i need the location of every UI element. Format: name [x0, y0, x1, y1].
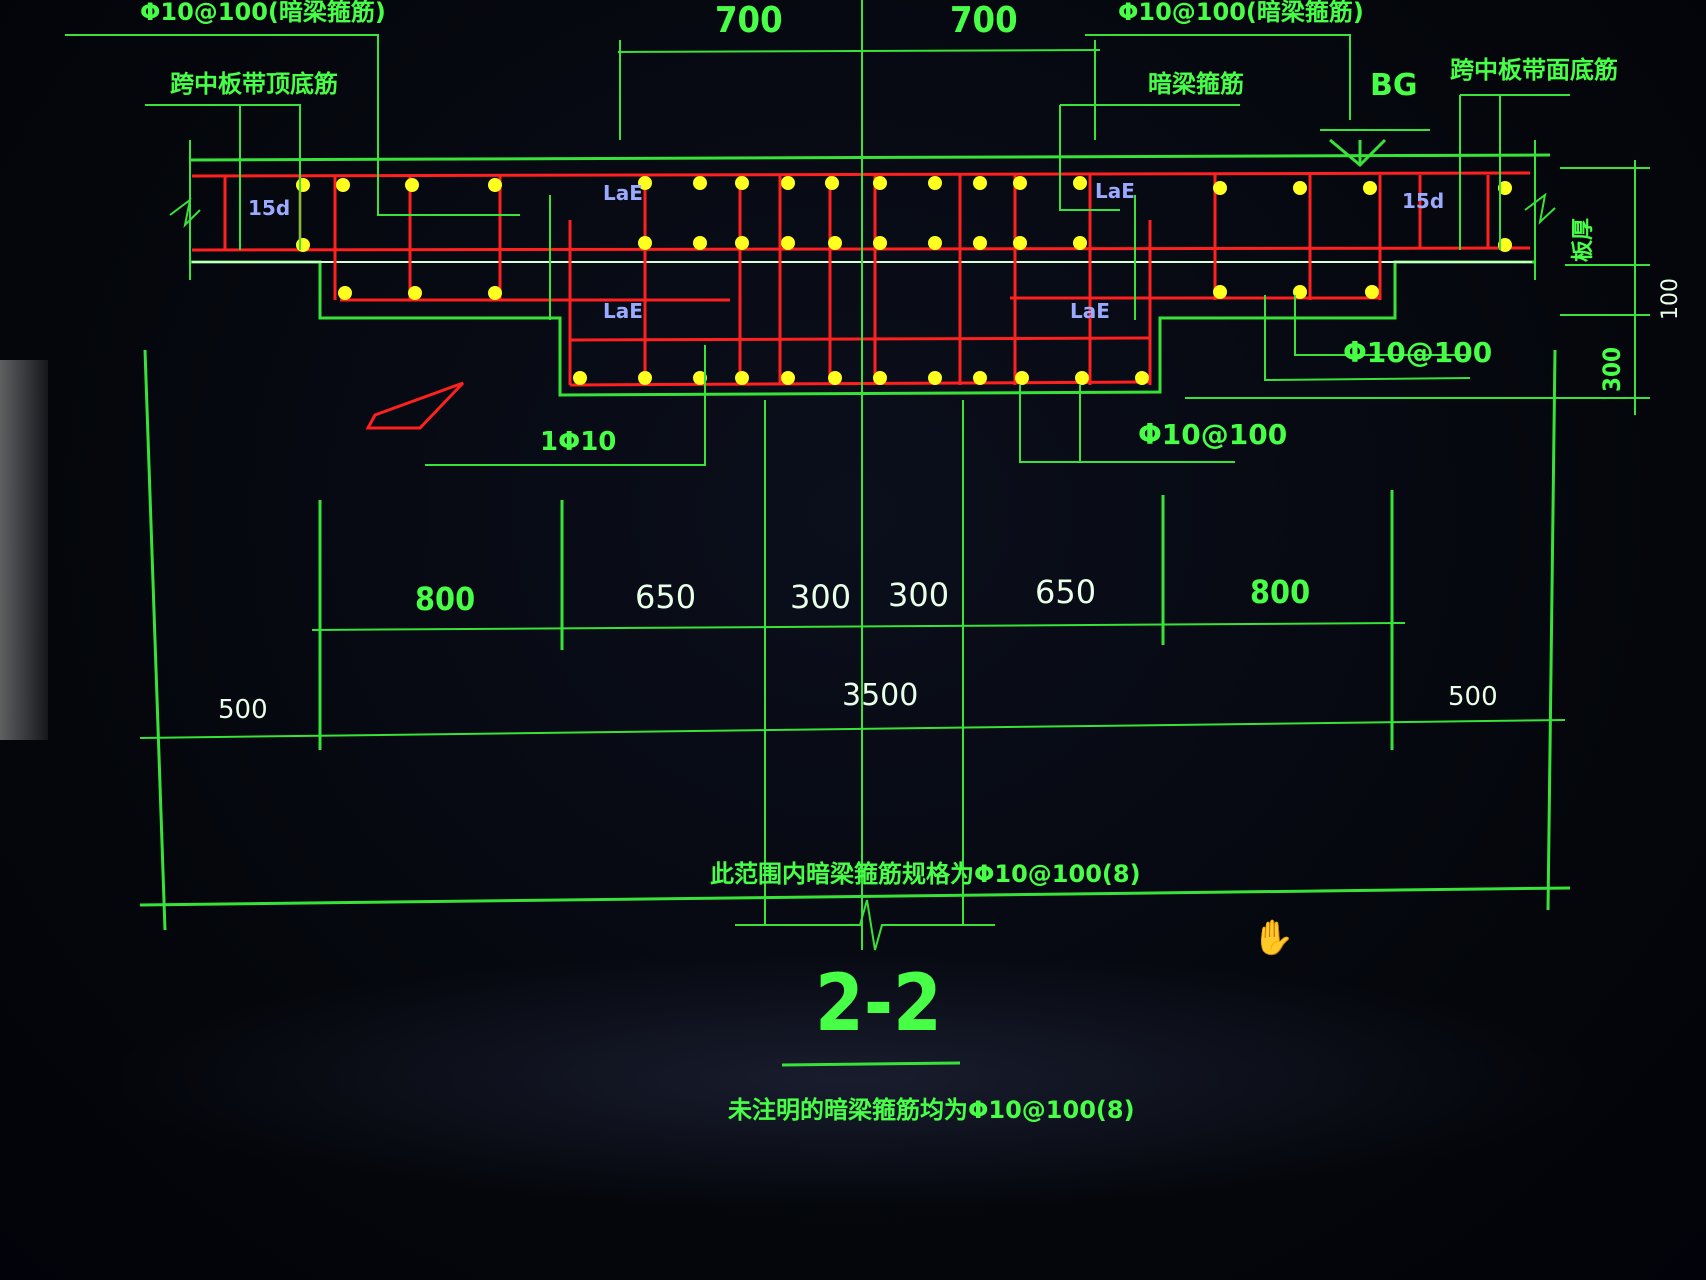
bar-section-dot	[973, 236, 987, 250]
left-band-note: 跨中板带顶底筋	[170, 70, 338, 98]
lae-label-4: LaE	[1070, 299, 1110, 323]
phi-label-right-2: Φ10@100	[1138, 418, 1287, 451]
anchor-15d-left: 15d	[248, 196, 290, 220]
bar-section-dot	[693, 236, 707, 250]
bar-section-dot	[573, 371, 587, 385]
bar-section-dot	[408, 286, 422, 300]
bar-section-dot	[1073, 176, 1087, 190]
dim-mid-5: 650	[1035, 573, 1096, 611]
screen-glare	[0, 360, 48, 740]
leader-lines	[65, 34, 1570, 466]
lae-label-2: LaE	[1095, 179, 1135, 203]
bar-section-dot	[488, 286, 502, 300]
bar-section-dot	[825, 176, 839, 190]
right-band-note: 跨中板带面底筋	[1450, 56, 1618, 84]
bar-section-dot	[1015, 371, 1029, 385]
bar-section-dot	[828, 371, 842, 385]
bar-section-dot	[693, 176, 707, 190]
bar-section-dot	[638, 236, 652, 250]
pan-cursor-icon: ✋	[1252, 918, 1295, 958]
bar-section-dot	[735, 236, 749, 250]
dim-top-1: 700	[715, 0, 783, 41]
bar-section-dot	[336, 178, 350, 192]
footer-note: 未注明的暗梁箍筋均为Φ10@100(8)	[728, 1096, 1135, 1124]
slab-outline	[169, 140, 1556, 397]
dimension-lines	[139, 0, 1650, 1067]
bar-section-dot	[1498, 238, 1512, 252]
lae-label-3: LaE	[603, 299, 643, 323]
bar-section-dot	[928, 371, 942, 385]
left-small-label: 1Φ10	[540, 427, 616, 457]
bar-section-dot	[873, 176, 887, 190]
center-stirrup-note: 暗梁箍筋	[1148, 70, 1244, 98]
bar-section-dot	[638, 371, 652, 385]
bar-section-dot	[1213, 181, 1227, 195]
bar-section-dot	[1293, 285, 1307, 299]
bar-section-dot	[296, 238, 310, 252]
top-left-note: Φ10@100(暗梁箍筋)	[140, 0, 386, 26]
bar-section-dot	[1365, 285, 1379, 299]
bar-section-dot	[296, 178, 310, 192]
dim-mid-2: 650	[635, 578, 696, 616]
bar-section-dot	[1135, 371, 1149, 385]
bar-section-dot	[973, 371, 987, 385]
bar-section-dot	[1293, 181, 1307, 195]
bar-section-dot	[828, 236, 842, 250]
dim-mid-6: 800	[1250, 573, 1310, 611]
phi-label-right-1: Φ10@100	[1343, 336, 1492, 369]
lae-label-1: LaE	[603, 181, 643, 205]
bar-section-dot	[405, 178, 419, 192]
bar-section-dot	[781, 371, 795, 385]
dim-side-left: 500	[218, 695, 268, 725]
bar-sections	[296, 176, 1512, 385]
bar-section-dot	[1073, 236, 1087, 250]
dim-right-v2: 100	[1658, 278, 1683, 320]
bar-section-dot	[693, 371, 707, 385]
bar-section-dot	[1013, 236, 1027, 250]
anchor-15d-right: 15d	[1402, 189, 1444, 213]
dim-right-v1: 板厚	[1571, 218, 1596, 262]
range-note: 此范围内暗梁箍筋规格为Φ10@100(8)	[710, 860, 1141, 888]
section-title: 2-2	[815, 959, 942, 1049]
bar-section-dot	[781, 176, 795, 190]
bar-section-dot	[1075, 371, 1089, 385]
bar-section-dot	[1213, 285, 1227, 299]
bar-section-dot	[735, 176, 749, 190]
dim-mid-1: 800	[415, 580, 475, 618]
bar-section-dot	[1363, 181, 1377, 195]
bar-section-dot	[1013, 176, 1027, 190]
dim-right-v3: 300	[1598, 347, 1626, 392]
bar-section-dot	[873, 371, 887, 385]
bar-section-dot	[638, 176, 652, 190]
bar-section-dot	[928, 236, 942, 250]
dim-side-right: 500	[1448, 682, 1498, 712]
bar-section-dot	[781, 236, 795, 250]
dim-mid-3: 300	[790, 578, 851, 616]
annotations: Φ10@100(暗梁箍筋) Φ10@100(暗梁箍筋) 跨中板带顶底筋 跨中板带…	[140, 0, 1683, 1124]
dim-total: 3500	[842, 678, 918, 713]
bg-mark: BG	[1370, 68, 1418, 103]
bar-section-dot	[338, 286, 352, 300]
bar-section-dot	[973, 176, 987, 190]
top-right-note: Φ10@100(暗梁箍筋)	[1118, 0, 1364, 26]
bar-section-dot	[928, 176, 942, 190]
dim-top-2: 700	[950, 0, 1018, 41]
bar-section-dot	[873, 236, 887, 250]
dim-mid-4: 300	[888, 576, 949, 614]
bar-section-dot	[735, 371, 749, 385]
screen-reflection	[100, 950, 1600, 1210]
bar-section-dot	[1498, 181, 1512, 195]
bar-section-dot	[488, 178, 502, 192]
